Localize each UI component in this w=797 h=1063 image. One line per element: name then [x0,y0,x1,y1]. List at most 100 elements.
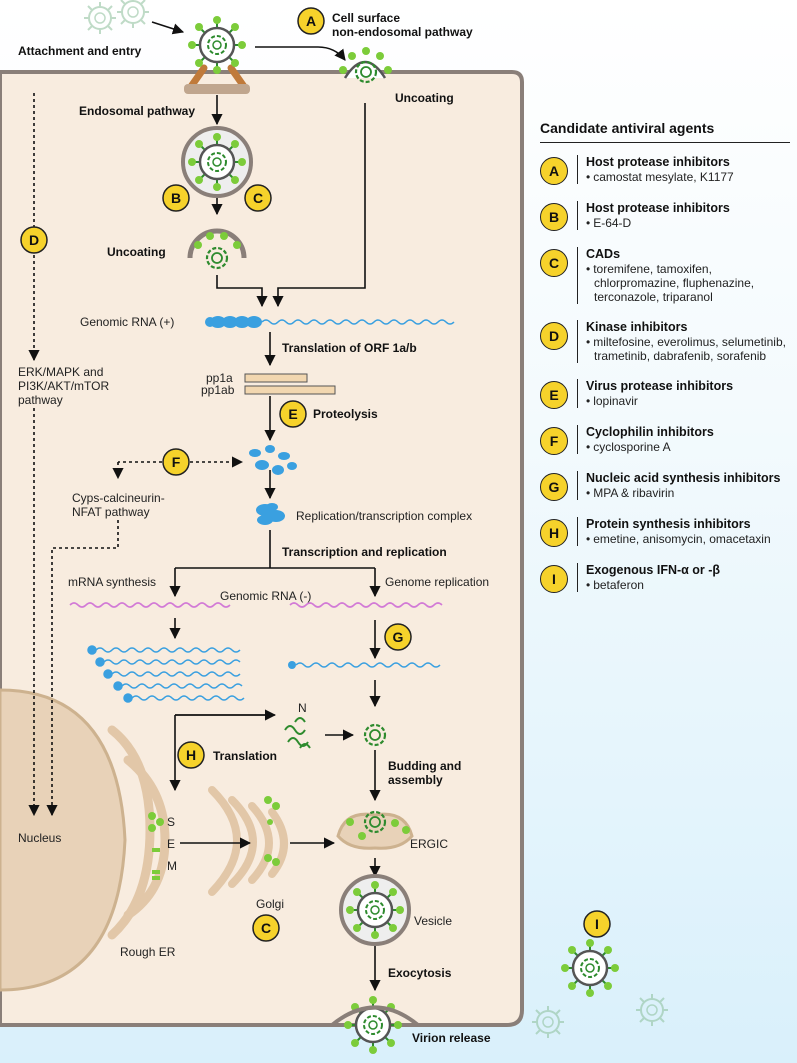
svg-text:G: G [393,629,404,645]
virus-icon [186,14,248,76]
agent-item: C CADstoremifene, tamoxifen, chlorpromazi… [540,247,790,304]
badge-g: G [384,623,412,651]
host-cell [0,70,524,1027]
badge-c: C [244,184,272,212]
golgi [208,786,288,896]
badge-b: B [162,184,190,212]
label-translation-orf: Translation of ORF 1a/b [282,341,417,355]
nucleus [0,688,127,992]
agent-item: H Protein synthesis inhibitorsemetine, an… [540,517,790,547]
label-exocytosis: Exocytosis [388,966,452,980]
label-nucleus: Nucleus [18,831,61,845]
agent-class: Host protease inhibitors [586,155,730,169]
svg-text:C: C [253,190,263,206]
agent-drugs: lopinavir [586,394,733,408]
agent-badge: C [540,249,568,277]
background-virus-icon [635,993,669,1027]
endosome [181,126,253,198]
agent-class: Virus protease inhibitors [586,379,734,393]
label-pp1ab: pp1ab [201,383,235,397]
agent-badge: B [540,203,568,231]
n-protein-cluster [284,717,311,749]
uncoating-endosome [187,228,247,270]
label-endosomal: Endosomal pathway [79,104,195,118]
label-golgi: Golgi [256,897,284,911]
ergic [336,810,414,850]
new-genome-rna [288,661,441,669]
structural-proteins-golgi [264,796,280,866]
label-rtc: Replication/transcription complex [296,509,472,523]
badge-e: E [279,400,307,428]
label-cell-surface: Cell surface [332,11,400,25]
agent-body: Exogenous IFN-α or -βbetaferon [577,563,720,592]
svg-text:B: B [171,190,181,206]
agent-badge: H [540,519,568,547]
label-erk-3: pathway [18,393,63,407]
agent-body: Host protease inhibitorsE-64-D [577,201,730,230]
label-budding-1: Budding and [388,759,461,773]
agent-class: Kinase inhibitors [586,320,688,334]
badge-a: A [297,7,325,35]
agent-list: A Host protease inhibitorscamostat mesyla… [540,155,790,593]
label-uncoating-top: Uncoating [395,91,454,105]
label-erk-1: ERK/MAPK and [18,365,103,379]
agent-badge: G [540,473,568,501]
label-m: M [167,859,177,873]
subgenomic-mrnas [87,645,245,703]
svg-text:C: C [261,920,271,936]
genomic-rna-negative-right [289,602,443,608]
label-genome-rep: Genome replication [385,575,489,589]
agent-drugs: miltefosine, everolimus, selumetinib, tr… [586,335,790,363]
badge-c-golgi: C [252,914,280,942]
label-uncoating-left: Uncoating [107,245,166,259]
label-cyps-1: Cyps-calcineurin- [72,491,165,505]
label-pp1a: pp1a [206,371,233,385]
agent-drugs: camostat mesylate, K1177 [586,170,734,184]
label-vesicle: Vesicle [414,914,452,928]
background-virus-icon [83,1,117,35]
label-e: E [167,837,175,851]
label-genomic-rna-neg: Genomic RNA (-) [220,589,311,603]
agent-drugs: cyclosporine A [586,440,714,454]
badge-i: I [583,910,611,938]
label-n: N [298,701,307,715]
release-membrane [330,1005,420,1027]
genomic-rna-negative-left [69,602,231,608]
label-cyps-2: NFAT pathway [72,505,150,519]
genomic-rna-positive [205,316,455,328]
agent-class: Protein synthesis inhibitors [586,517,751,531]
structural-proteins-er [148,812,164,880]
virus-icon [559,937,621,999]
label-virion-release: Virion release [412,1031,491,1045]
panel-title: Candidate antiviral agents [540,120,790,143]
agent-item: B Host protease inhibitorsE-64-D [540,201,790,231]
agent-body: Protein synthesis inhibitorsemetine, ani… [577,517,771,546]
label-ergic: ERGIC [410,837,448,851]
background-virus-icon [531,1005,565,1039]
polyprotein-icon [244,373,336,395]
agent-badge: A [540,157,568,185]
agent-body: Virus protease inhibitorslopinavir [577,379,733,408]
nsp-fragments [249,445,297,475]
candidate-antiviral-panel: Candidate antiviral agents A Host proteas… [540,120,790,609]
label-translation: Translation [213,749,277,763]
agent-drugs: emetine, anisomycin, omacetaxin [586,532,770,546]
svg-text:H: H [186,747,196,763]
label-rough-er: Rough ER [120,945,176,959]
svg-text:D: D [29,232,39,248]
label-erk-2: PI3K/AKT/mTOR [18,379,109,393]
replication-complex [256,503,285,525]
label-attachment: Attachment and entry [18,44,142,58]
agent-body: Host protease inhibitorscamostat mesylat… [577,155,734,184]
label-trans-rep: Transcription and replication [282,545,447,559]
agent-body: CADstoremifene, tamoxifen, chlorpromazin… [577,247,790,304]
badge-h: H [177,741,205,769]
agent-body: Cyclophilin inhibitorscyclosporine A [577,425,714,454]
svg-text:F: F [172,454,181,470]
agent-class: CADs [586,247,621,261]
